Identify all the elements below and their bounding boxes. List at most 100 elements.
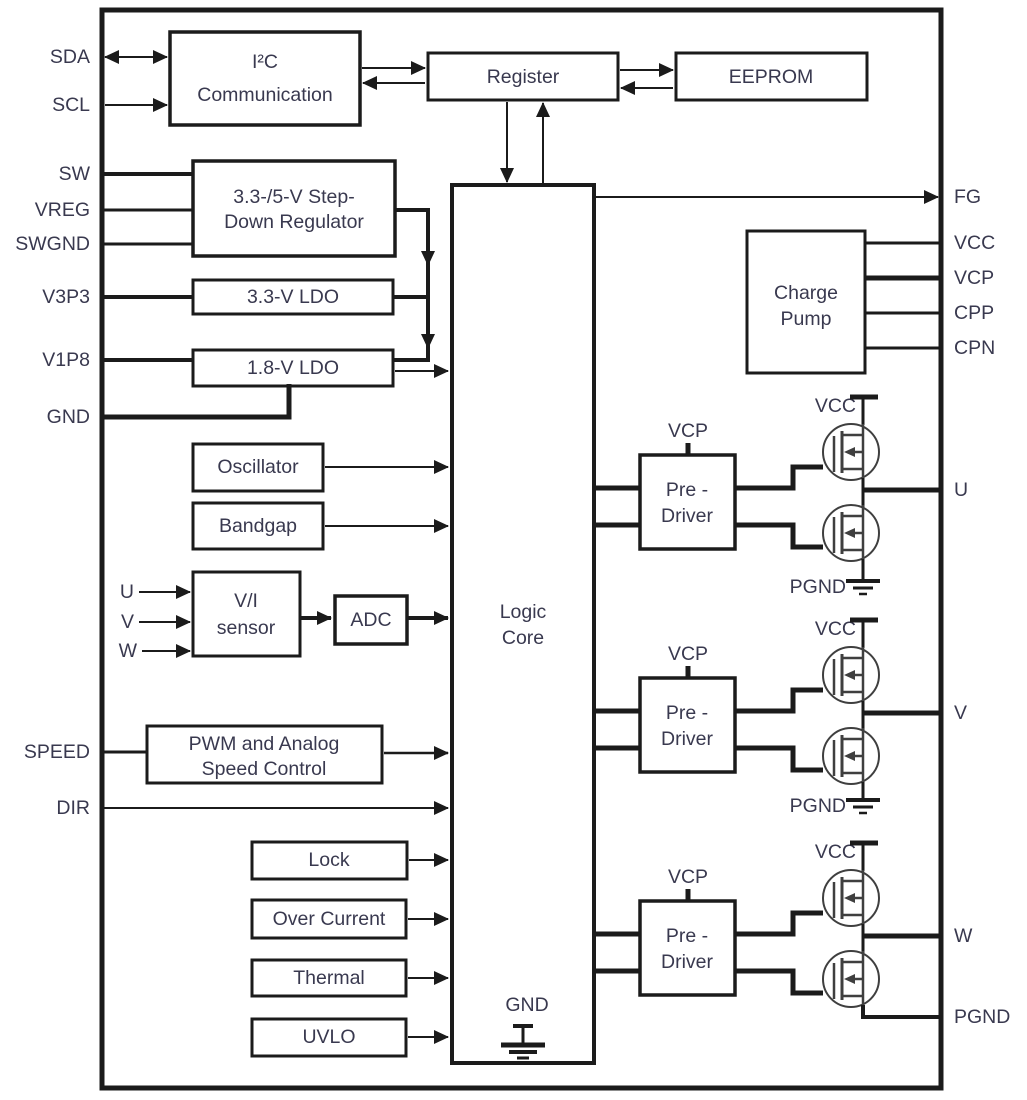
pin-label-w: W — [954, 925, 973, 947]
pin-label-vreg: VREG — [35, 199, 90, 221]
wire-gate-u-low — [735, 522, 823, 550]
wire-gnd-to-ldo — [104, 384, 292, 420]
vcc-label-v: VCC — [815, 618, 856, 640]
charge-pump-block: Charge Pump — [745, 229, 867, 375]
nmos-icon-w-low — [822, 950, 880, 1008]
logic-core-box — [450, 183, 596, 1065]
speed-control-box — [145, 724, 384, 785]
phase-w-driver: Pre - Driver VCP VCC — [594, 840, 941, 1019]
ldo-3v3-block: 3.3-V LDO — [191, 278, 395, 316]
i2c-block: I²C Communication — [168, 30, 362, 127]
nmos-icon-w-high — [822, 869, 880, 927]
nmos-icon-v-high — [822, 646, 880, 704]
pin-label-sda: SDA — [50, 46, 90, 68]
pgnd-ground-icon-v — [846, 798, 880, 815]
pre-driver-w-box — [638, 899, 737, 997]
pin-label-fg: FG — [954, 186, 981, 208]
pin-label-u: U — [954, 479, 968, 501]
pgnd-ground-icon-u — [846, 579, 880, 596]
register-box — [426, 51, 620, 102]
pgnd-label-v: PGND — [790, 795, 846, 817]
vi-input-label-w: W — [119, 640, 138, 662]
logic-core-gnd-label: GND — [505, 994, 548, 1016]
oscillator-label: Oscillator — [217, 456, 299, 478]
ldo-1v8-block: 1.8-V LDO — [191, 348, 395, 388]
over-current-block: Over Current — [250, 898, 408, 940]
speed-control-label-line1: PWM and Analog — [189, 733, 340, 755]
logic-core-label-line2: Core — [502, 627, 544, 649]
nmos-icon-u-high — [822, 423, 880, 481]
logic-core-label-line1: Logic — [500, 601, 547, 623]
register-label: Register — [487, 66, 560, 88]
adc-label: ADC — [350, 609, 391, 631]
pin-label-scl: SCL — [52, 94, 90, 116]
phase-u-driver: Pre - Driver VCP VCC — [594, 394, 941, 598]
eeprom-block: EEPROM — [674, 51, 869, 102]
adc-block: ADC — [333, 594, 409, 646]
bandgap-box — [191, 501, 325, 551]
step-down-label-line1: 3.3-/5-V Step- — [233, 186, 354, 208]
pin-label-dir: DIR — [56, 797, 90, 819]
eeprom-label: EEPROM — [729, 66, 814, 88]
vi-sensor-box — [191, 570, 302, 658]
uvlo-label: UVLO — [302, 1026, 355, 1048]
pin-label-v3p3: V3P3 — [42, 286, 90, 308]
vi-input-label-u: U — [120, 581, 134, 603]
oscillator-block: Oscillator — [191, 442, 325, 493]
step-down-regulator-block: 3.3-/5-V Step- Down Regulator — [191, 159, 397, 258]
thermal-block: Thermal — [250, 958, 408, 998]
vcc-label-u: VCC — [815, 395, 856, 417]
charge-pump-label-line1: Charge — [774, 282, 838, 304]
speed-control-block: PWM and Analog Speed Control — [145, 724, 384, 785]
vcc-label-w: VCC — [815, 841, 856, 863]
bus-arrowhead-1 — [421, 251, 435, 266]
pgnd-label-u: PGND — [790, 576, 846, 598]
nmos-icon-u-low — [822, 504, 880, 562]
wire-pgnd-w — [861, 1005, 941, 1019]
thermal-box — [250, 958, 408, 998]
pin-label-pgnd-w: PGND — [954, 1006, 1010, 1028]
over-current-box — [250, 898, 408, 940]
vcp-label-v: VCP — [668, 643, 708, 665]
wire-gate-u-high — [735, 464, 823, 491]
ldo-1v8-box — [191, 348, 395, 388]
uvlo-box — [250, 1017, 408, 1058]
pin-label-swgnd: SWGND — [15, 233, 90, 255]
ldo-1v8-label: 1.8-V LDO — [247, 357, 339, 379]
over-current-label: Over Current — [273, 908, 386, 930]
vi-sensor-label-line1: V/I — [234, 590, 258, 612]
phase-v-driver: Pre - Driver VCP VCC — [594, 617, 941, 817]
left-pin-labels: SDA SCL SW VREG SWGND V3P3 V1P8 GND SPEE… — [15, 46, 90, 819]
step-down-label-line2: Down Regulator — [224, 211, 364, 233]
pin-label-sw: SW — [59, 163, 91, 185]
eeprom-box — [674, 51, 869, 102]
vcp-label-u: VCP — [668, 420, 708, 442]
thermal-label: Thermal — [293, 967, 365, 989]
pin-label-gnd: GND — [47, 406, 90, 428]
pre-driver-w-label-line1: Pre - — [666, 925, 708, 947]
wire-gate-v-low — [735, 745, 823, 773]
uvlo-block: UVLO — [250, 1017, 408, 1058]
vi-sensor-block: V/I sensor — [191, 570, 302, 658]
pin-label-vcc: VCC — [954, 232, 995, 254]
pin-label-cpn: CPN — [954, 337, 995, 359]
i2c-label-line1: I²C — [252, 51, 278, 73]
right-pin-labels: FG VCC VCP CPP CPN U V W PGND — [954, 186, 1010, 1028]
i2c-box — [168, 30, 362, 127]
ldo-3v3-label: 3.3-V LDO — [247, 286, 339, 308]
wire-gate-w-low — [735, 968, 823, 996]
pre-driver-u-label-line2: Driver — [661, 505, 714, 527]
ground-icon — [501, 1024, 545, 1060]
pre-driver-v-box — [638, 676, 737, 774]
oscillator-box — [191, 442, 325, 493]
pre-driver-w-label-line2: Driver — [661, 951, 714, 973]
charge-pump-box — [745, 229, 867, 375]
pre-driver-v-label-line1: Pre - — [666, 702, 708, 724]
bus-arrowhead-2 — [421, 334, 435, 349]
wire-gate-w-high — [735, 910, 823, 937]
nmos-icon-v-low — [822, 727, 880, 785]
pin-label-speed: SPEED — [24, 741, 90, 763]
pin-label-cpp: CPP — [954, 302, 994, 324]
charge-pump-label-line2: Pump — [781, 308, 832, 330]
